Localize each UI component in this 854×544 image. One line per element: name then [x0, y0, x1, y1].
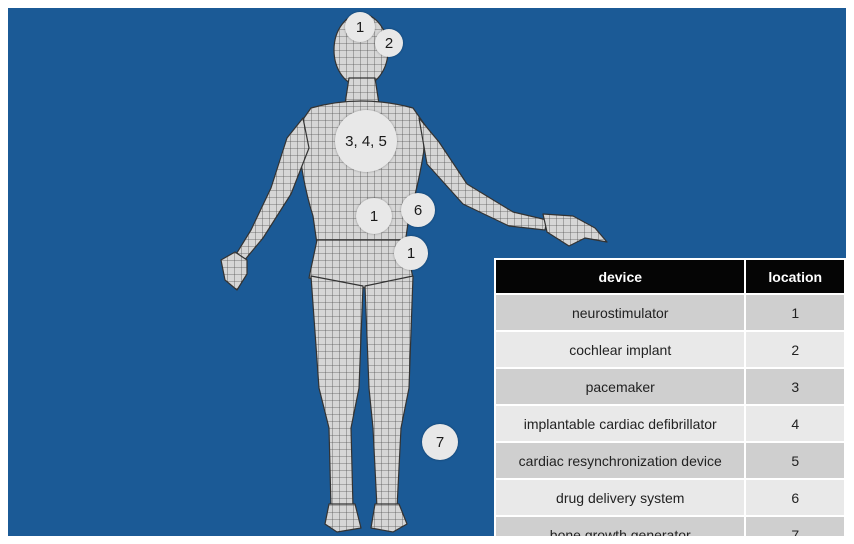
marker-head-label: 1 [356, 19, 364, 36]
marker-chest: 3, 4, 5 [335, 110, 397, 172]
cell-location: 7 [745, 516, 845, 536]
marker-pelvis: 1 [394, 236, 428, 270]
cell-device: bone growth generator [495, 516, 745, 536]
cell-device: implantable cardiac defibrillator [495, 405, 745, 442]
right-foot-shape [371, 504, 407, 532]
table-row: implantable cardiac defibrillator 4 [495, 405, 845, 442]
right-leg-shape [365, 276, 413, 514]
device-location-table: device location neurostimulator 1 cochle… [494, 258, 846, 536]
left-arm-shape [235, 118, 309, 262]
slide: 1 2 3, 4, 5 1 6 1 7 device location neur… [8, 8, 846, 536]
table-row: drug delivery system 6 [495, 479, 845, 516]
cell-device: neurostimulator [495, 294, 745, 331]
right-arm-shape [419, 118, 547, 230]
marker-abdomen-right-label: 6 [414, 202, 422, 219]
cell-device: cardiac resynchronization device [495, 442, 745, 479]
cell-device: pacemaker [495, 368, 745, 405]
marker-abdomen-left: 1 [356, 198, 392, 234]
header-device: device [495, 259, 745, 294]
cell-location: 1 [745, 294, 845, 331]
marker-abdomen-left-label: 1 [370, 208, 378, 225]
marker-ear: 2 [375, 29, 403, 57]
marker-ear-label: 2 [385, 35, 393, 52]
marker-head: 1 [345, 12, 375, 42]
table-row: bone growth generator 7 [495, 516, 845, 536]
cell-device: cochlear implant [495, 331, 745, 368]
cell-location: 2 [745, 331, 845, 368]
marker-shin-label: 7 [436, 434, 444, 451]
marker-abdomen-right: 6 [401, 193, 435, 227]
table-header-row: device location [495, 259, 845, 294]
cell-location: 6 [745, 479, 845, 516]
marker-chest-label: 3, 4, 5 [345, 133, 387, 150]
table-row: pacemaker 3 [495, 368, 845, 405]
cell-device: drug delivery system [495, 479, 745, 516]
table-row: cochlear implant 2 [495, 331, 845, 368]
cell-location: 4 [745, 405, 845, 442]
neck-shape [345, 78, 379, 104]
left-leg-shape [311, 276, 363, 514]
right-hand-shape [543, 214, 607, 246]
header-location: location [745, 259, 845, 294]
left-foot-shape [325, 504, 361, 532]
table-row: neurostimulator 1 [495, 294, 845, 331]
marker-pelvis-label: 1 [407, 245, 415, 262]
marker-shin: 7 [422, 424, 458, 460]
cell-location: 5 [745, 442, 845, 479]
left-hand-shape [221, 252, 247, 290]
table-row: cardiac resynchronization device 5 [495, 442, 845, 479]
cell-location: 3 [745, 368, 845, 405]
